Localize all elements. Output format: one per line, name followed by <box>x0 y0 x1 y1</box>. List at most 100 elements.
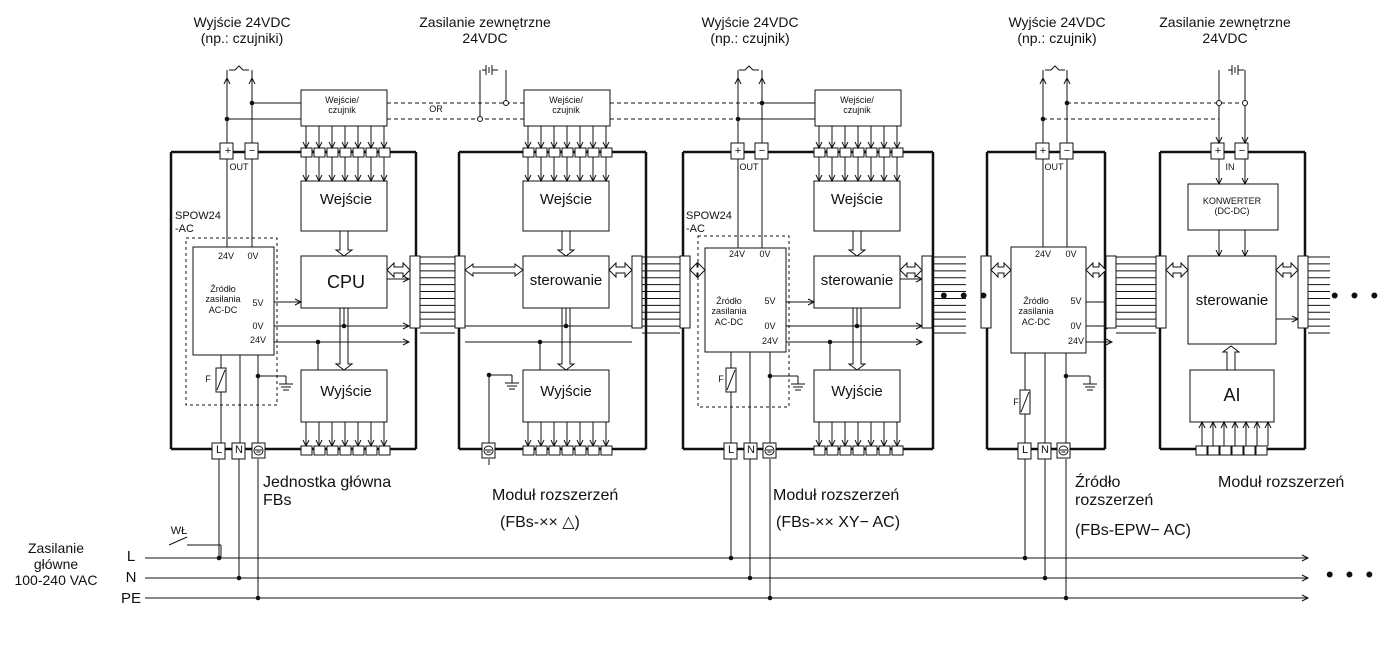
terminal-minus-4: − <box>1238 145 1246 157</box>
arrow-head <box>815 141 823 150</box>
spow-label-1: SPOW24-AC <box>175 210 221 235</box>
arrow-head <box>841 174 849 183</box>
exp2-psu-24v-out: 24V <box>761 336 778 346</box>
main-psu-24v-out: 24V <box>249 335 266 345</box>
arrow-head <box>828 174 836 183</box>
ai-terminal <box>1207 445 1220 456</box>
bus-double-arrow-icon <box>990 261 1012 279</box>
terminal-in: IN <box>1225 162 1235 172</box>
arrow-head <box>915 338 924 346</box>
exp-src-psu-24v-out: 24V <box>1067 336 1084 346</box>
bus-connector <box>409 255 421 329</box>
io-terminal <box>574 147 587 158</box>
io-terminal <box>878 147 891 158</box>
arrow-head <box>302 141 310 150</box>
caption-exp2: Moduł rozszerzeń <box>773 487 900 504</box>
arrow-head <box>524 174 532 183</box>
exp2-psu-5v: 5V <box>764 296 776 306</box>
arrow-head <box>1231 420 1239 429</box>
arrow-head <box>1105 338 1114 346</box>
exp-src-psu-0v: 0V <box>1070 321 1082 331</box>
arrow-head <box>524 141 532 150</box>
io-terminal <box>522 445 535 456</box>
sensor-block-3-label: Wejście/czujnik <box>840 95 874 116</box>
arrow-head <box>807 298 816 306</box>
exp-src-psu-0v-top: 0V <box>1065 249 1077 259</box>
main-cpu-block: CPU <box>326 272 365 292</box>
io-terminal <box>891 445 904 456</box>
io-terminal <box>339 147 352 158</box>
io-terminal <box>561 147 574 158</box>
ellipsis-right: • • • <box>1330 283 1382 308</box>
bus-connector <box>921 255 933 329</box>
terminal-plus-1: + <box>224 145 232 157</box>
bus-arrow-icon <box>556 307 576 371</box>
arrow-head <box>341 174 349 183</box>
junction-dot <box>249 100 255 106</box>
arrow-head <box>589 174 597 183</box>
exp2-control-box <box>813 255 901 309</box>
exp1-control-block: sterowanie <box>529 272 603 289</box>
io-terminal <box>313 445 326 456</box>
arrow-head <box>602 141 610 150</box>
arrow-head <box>854 141 862 150</box>
ai-terminal <box>1231 445 1244 456</box>
fuse-label-3: F <box>1013 397 1019 407</box>
main-psu-0v: 0V <box>252 321 264 331</box>
terminal-ring <box>503 100 509 106</box>
io-terminal <box>365 445 378 456</box>
junction-dot <box>224 116 230 122</box>
exp2-output-block: Wyjście <box>831 383 883 400</box>
ellipsis-middle: • • • <box>940 283 991 308</box>
caption-exp-src-model: (FBs-EPW− AC) <box>1075 522 1192 539</box>
arrow-head <box>1301 574 1310 582</box>
arrow-head <box>302 174 310 183</box>
ai-terminal <box>1219 445 1232 456</box>
arrow-head <box>367 141 375 150</box>
exp2-psu-24v: 24V <box>728 249 745 259</box>
ai-terminal <box>1255 445 1268 456</box>
io-terminal <box>300 445 313 456</box>
io-terminal <box>587 147 600 158</box>
arrow-head <box>563 174 571 183</box>
label-output-24vdc-3: Wyjście 24VDC(np.: czujnik) <box>1008 14 1106 47</box>
label-output-24vdc-1: Wyjście 24VDC(np.: czujniki) <box>193 14 291 47</box>
io-terminal <box>813 445 826 456</box>
fuse-icon <box>216 369 226 391</box>
mains-N: N <box>125 569 137 586</box>
bus-arrow-icon <box>334 307 354 371</box>
terminal-N-1: N <box>235 444 243 456</box>
main-psu-box <box>192 246 275 356</box>
io-terminal <box>852 445 865 456</box>
terminal-L-1: L <box>215 444 223 456</box>
exp-src-psu-24v: 24V <box>1034 249 1051 259</box>
arrow-head <box>815 174 823 183</box>
label-output-24vdc-2: Wyjście 24VDC(np.: czujnik) <box>701 14 799 47</box>
arrow-head <box>402 275 411 283</box>
arrow-head <box>1301 554 1310 562</box>
io-terminal <box>561 445 574 456</box>
exp1-input-block: Wejście <box>539 191 593 208</box>
arrow-head <box>315 174 323 183</box>
io-terminal <box>839 445 852 456</box>
bus-connector <box>980 255 992 329</box>
bus-connector <box>1105 255 1117 329</box>
arrow-head <box>328 141 336 150</box>
sensor-block-3 <box>814 89 902 127</box>
arrow-head <box>341 141 349 150</box>
io-terminal <box>378 445 391 456</box>
mains-switch-label: WŁ <box>170 525 188 537</box>
terminal-minus-3: − <box>1063 145 1071 157</box>
arrow-head <box>402 322 411 330</box>
exp2-input-block: Wejście <box>830 191 884 208</box>
main-output-box <box>300 369 388 423</box>
io-terminal <box>865 147 878 158</box>
arrow-head <box>1241 177 1249 186</box>
arrow-head <box>354 174 362 183</box>
terminal-plus-4: + <box>1214 145 1222 157</box>
exp2-input-box <box>813 180 901 232</box>
